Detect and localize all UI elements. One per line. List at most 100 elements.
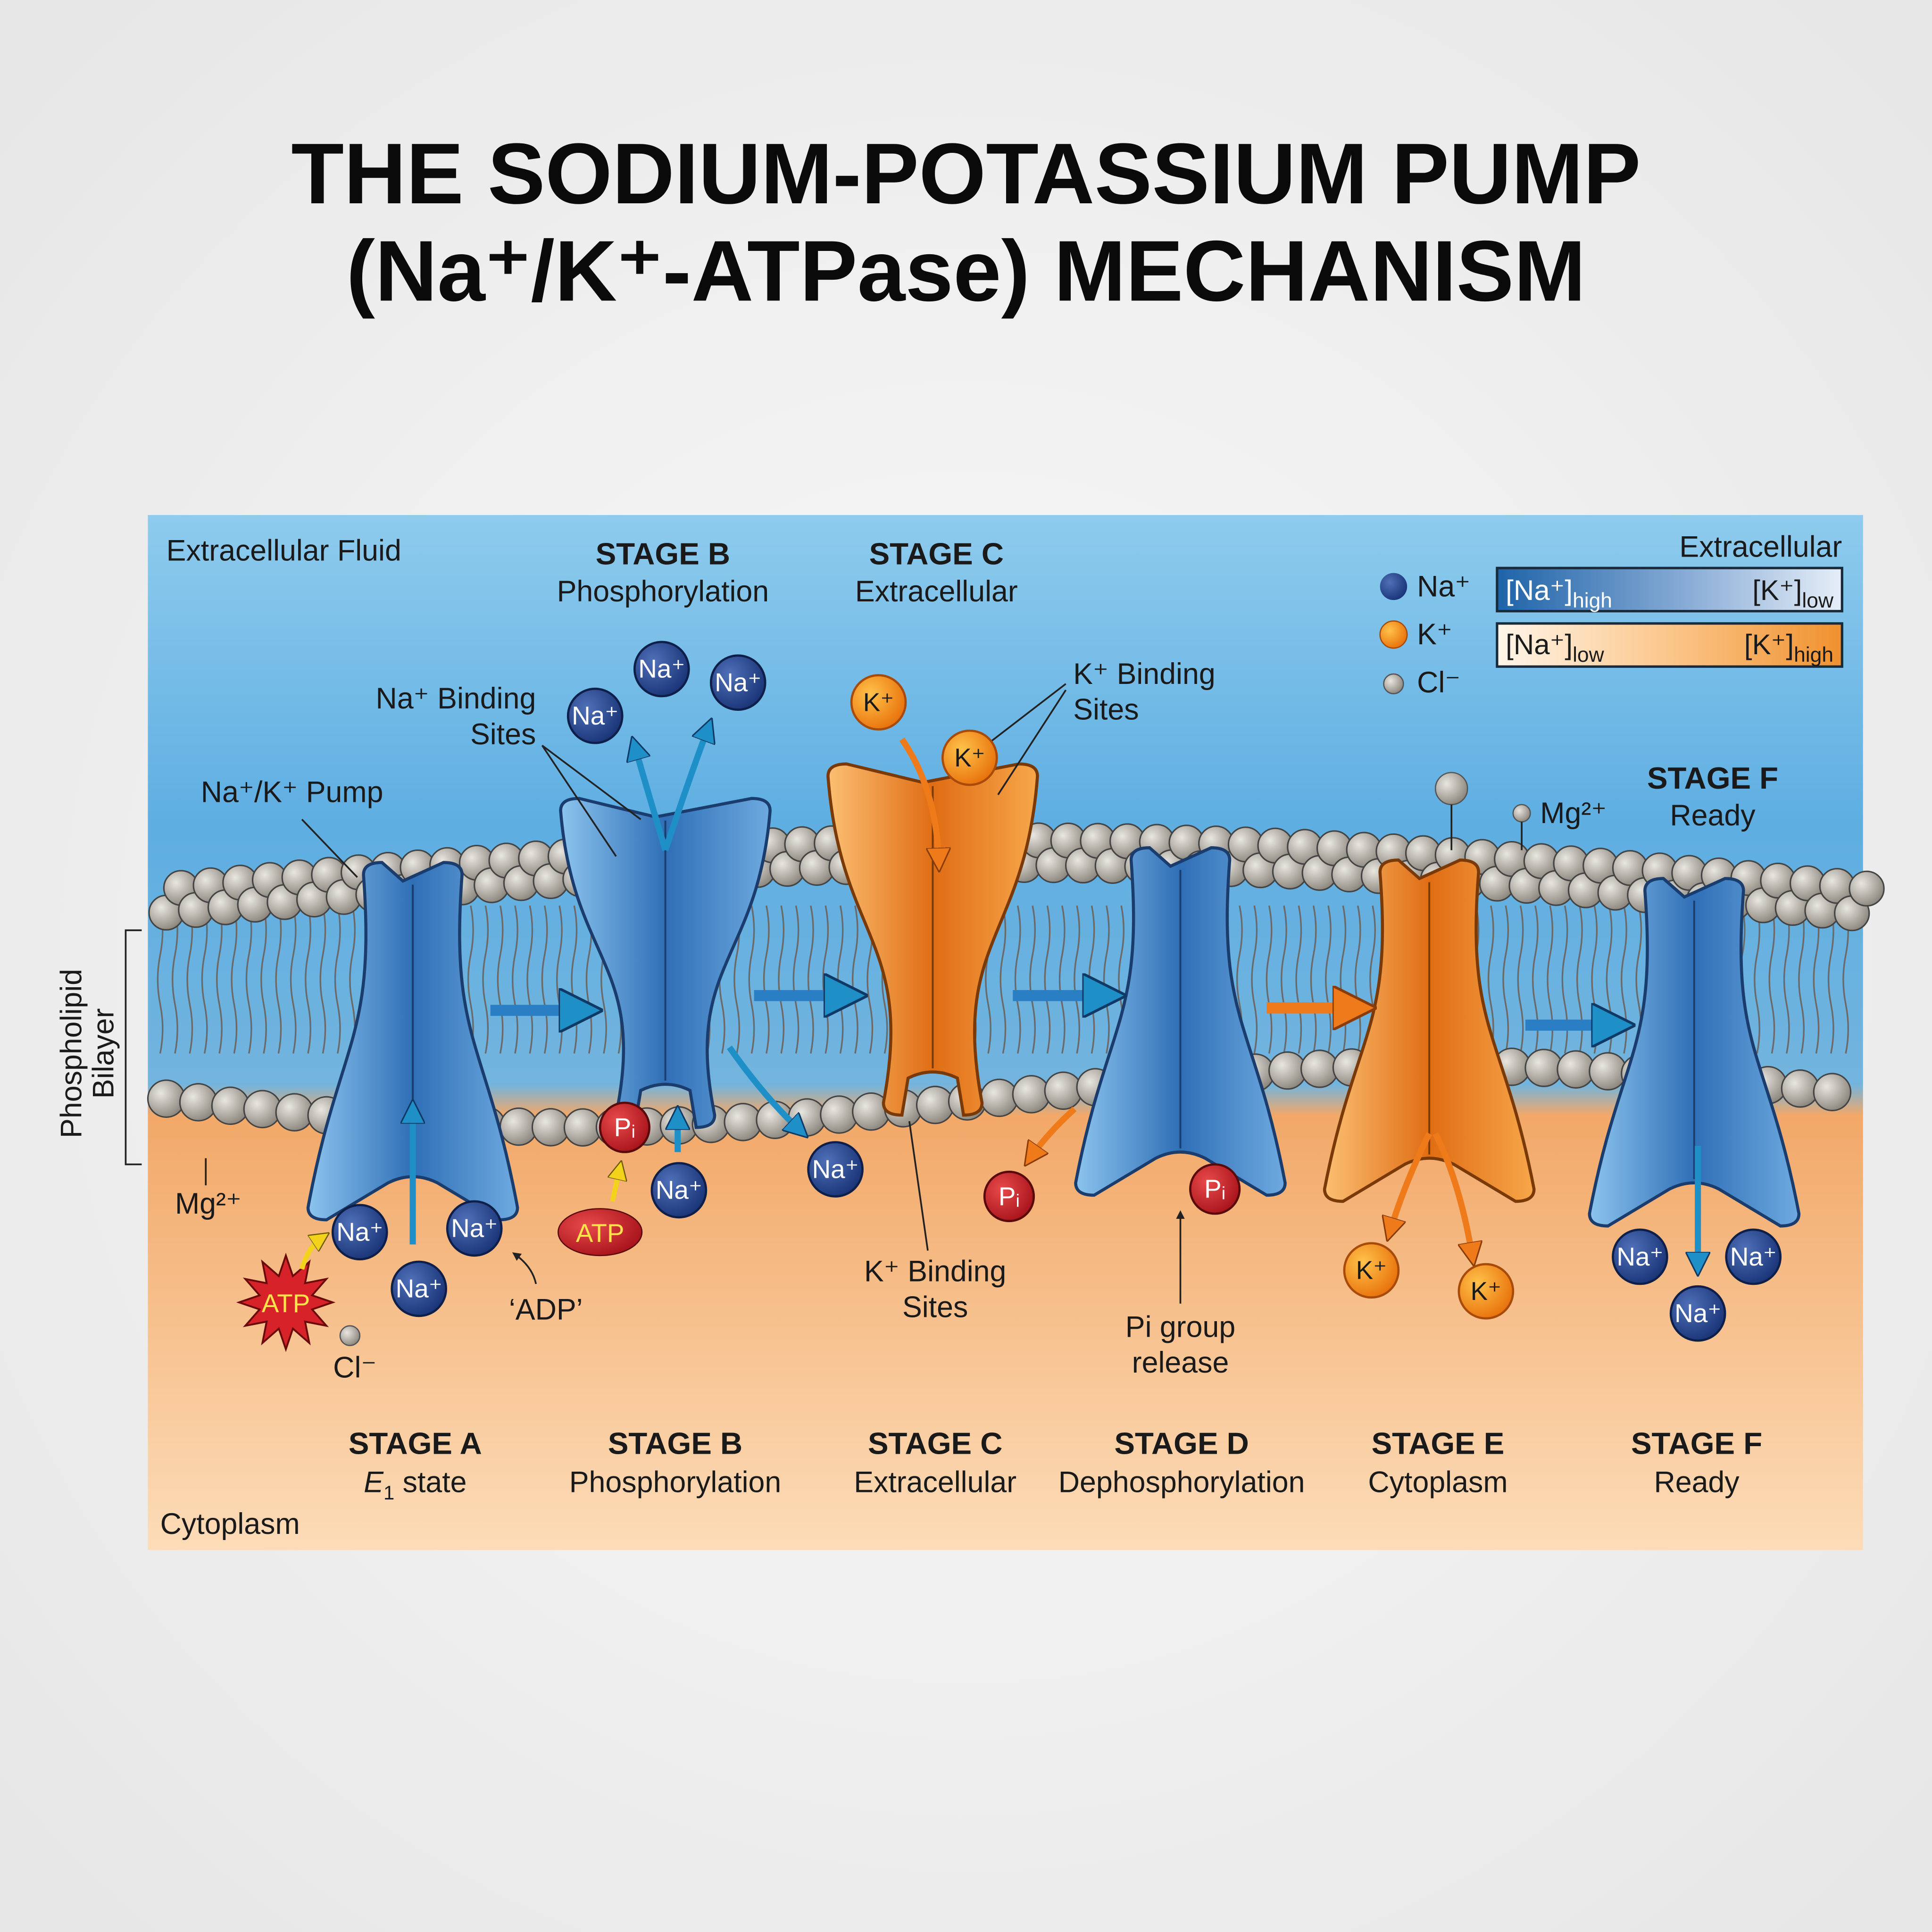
na-ion: Na⁺ — [331, 1204, 388, 1261]
pump-stage-f — [1588, 877, 1801, 1228]
lipid-head — [820, 1095, 858, 1134]
lipid-head — [1044, 1071, 1083, 1110]
lipid-tail — [1014, 905, 1021, 1054]
k-ion: K⁺ — [1343, 1242, 1400, 1299]
k-ion-ball — [1457, 1263, 1515, 1320]
pumps — [306, 762, 1801, 1228]
extracellular-gradient-bar — [1496, 566, 1843, 613]
lipid-tail — [1251, 905, 1258, 1054]
lipid-tail — [186, 905, 193, 1054]
pi-ion: Pᵢ — [1189, 1163, 1241, 1215]
cytoplasm-gradient-bar — [1496, 622, 1843, 668]
lipid-tail — [290, 905, 297, 1054]
lipid-tail — [216, 905, 223, 1054]
adp-label: ‘ADP’ — [509, 1293, 583, 1326]
k-ion: K⁺ — [1457, 1263, 1515, 1320]
na-ion-ball — [1725, 1228, 1782, 1285]
pump-stage-d — [1074, 846, 1287, 1197]
na-ion-label: Na⁺ — [1674, 1299, 1721, 1328]
k-release-arrow-1 — [1390, 1132, 1432, 1232]
ions: Na⁺Na⁺Na⁺Na⁺Na⁺Na⁺Na⁺Na⁺Na⁺Na⁺Na⁺K⁺K⁺K⁺K… — [331, 641, 1782, 1342]
na-release-arrow — [727, 1045, 801, 1131]
top-stage-f-title: STAGE F — [1647, 761, 1778, 795]
lipid-head — [243, 1090, 282, 1129]
na-ion-label: Na⁺ — [572, 701, 618, 730]
lipid-tail — [201, 905, 208, 1054]
na-ion-ball — [650, 1162, 708, 1219]
na-ion: Na⁺ — [807, 1141, 864, 1198]
lipid-tail — [512, 905, 518, 1054]
mg-left-label: Mg²⁺ — [175, 1187, 242, 1220]
na-ion-label: Na⁺ — [1730, 1242, 1777, 1271]
pi-ion-ball — [983, 1170, 1035, 1223]
pump-leader — [301, 818, 358, 878]
pi-release-label-2: release — [1132, 1346, 1229, 1379]
lipid-tail — [807, 905, 814, 1054]
na-ion: Na⁺ — [1725, 1228, 1782, 1285]
lipid-head — [275, 1093, 314, 1132]
lipid-tail — [245, 905, 252, 1054]
na-ion: Na⁺ — [709, 654, 766, 711]
na-ion: Na⁺ — [446, 1200, 503, 1257]
na-ion-label: Na⁺ — [336, 1217, 383, 1247]
stage-a-title: STAGE A — [349, 1426, 482, 1460]
pump-stage-e — [1323, 858, 1536, 1203]
k-binding-bottom-leader — [908, 1121, 929, 1251]
k-ion-label: K⁺ — [863, 687, 894, 716]
na-exit-arrow-2 — [662, 727, 708, 851]
legend: Extracellular Na⁺ K⁺ Cl⁻ [Na⁺]high [K⁺]l… — [1379, 531, 1843, 699]
gray-ion — [1434, 772, 1468, 806]
lipid-tail — [1754, 905, 1760, 1054]
na-ion: Na⁺ — [650, 1162, 708, 1219]
k-ion-ball — [941, 729, 998, 786]
stage-a-desc: E1 state — [364, 1466, 466, 1504]
lipid-tail — [1783, 905, 1790, 1054]
lipid-tail — [334, 905, 341, 1054]
lipid-tail — [305, 905, 311, 1054]
lipid-tail — [1487, 905, 1494, 1054]
lipid-tail — [497, 905, 504, 1054]
k-binding-top-label-1: K⁺ Binding — [1073, 658, 1215, 691]
k-binding-top-leader — [985, 683, 1067, 795]
lipid-head — [724, 1103, 762, 1141]
stage-e-desc: Cytoplasm — [1368, 1466, 1507, 1499]
na-binding-leader — [541, 744, 641, 857]
k-ion: K⁺ — [941, 729, 998, 786]
legend-cl-label: Cl⁻ — [1417, 666, 1460, 699]
na-ion: Na⁺ — [1612, 1228, 1668, 1285]
stage-c-title: STAGE C — [868, 1426, 1002, 1460]
top-stage-b-desc: Phosphorylation — [557, 575, 769, 608]
atp-burst-label: ATP — [262, 1289, 310, 1318]
legend-cl-swatch — [1383, 673, 1404, 694]
k-release-arrow-2 — [1432, 1132, 1472, 1257]
lipid-tail — [999, 905, 1007, 1054]
pi-release-arrow-c — [1030, 1107, 1077, 1158]
pump-stage-c — [826, 762, 1039, 1117]
cl-ion — [339, 1325, 361, 1346]
lipid-tail — [1768, 905, 1775, 1054]
pi-ion-ball — [1189, 1163, 1241, 1215]
lipid-tail — [1827, 905, 1834, 1054]
legend-k-label: K⁺ — [1417, 618, 1452, 651]
na-ion-label: Na⁺ — [638, 654, 685, 683]
stage-b-title: STAGE B — [608, 1426, 742, 1460]
lipid-tail — [1325, 905, 1332, 1054]
na-ion: Na⁺ — [391, 1260, 447, 1317]
stage-b-desc: Phosphorylation — [569, 1466, 782, 1499]
title-line-1: THE SODIUM-POTASSIUM PUMP — [291, 125, 1641, 222]
lipid-head — [1589, 1052, 1627, 1091]
legend-na-label: Na⁺ — [1417, 570, 1470, 603]
stage-d-desc: Dephosphorylation — [1058, 1466, 1305, 1499]
k-binding-top-label-2: Sites — [1073, 693, 1139, 726]
lipid-tail — [157, 905, 164, 1054]
cl-label: Cl⁻ — [333, 1351, 376, 1384]
pi-ion-ball — [599, 1101, 651, 1153]
top-stage-c-desc: Extracellular — [855, 575, 1018, 608]
k-entry-arrow — [899, 737, 939, 862]
lipid-tail — [467, 905, 474, 1054]
stage-c-desc: Extracellular — [854, 1466, 1016, 1499]
k-ion-label: K⁺ — [1471, 1276, 1502, 1306]
lipid-head — [1781, 1069, 1820, 1108]
lipid-tail — [541, 905, 548, 1054]
na-ion-label: Na⁺ — [1616, 1242, 1663, 1271]
